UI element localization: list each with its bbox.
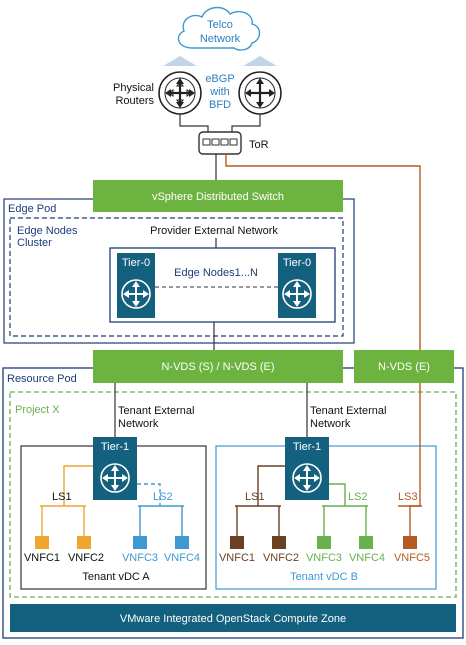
tor-label: ToR: [249, 139, 269, 151]
tier0-right-label: Tier-0: [283, 257, 311, 269]
physical-routers-line1: Physical: [113, 82, 154, 94]
tenant-b-ls2-segment: [322, 483, 368, 536]
vnfc-a1-label: VNFC1: [24, 552, 60, 564]
vnfc-b3-icon: [317, 536, 331, 549]
nvds-e-label: N-VDS (E): [378, 361, 430, 373]
edge-nodes-cluster-line1: Edge Nodes: [17, 225, 78, 237]
cloud-label-line1: Telco: [207, 19, 233, 31]
tenant-b-ls2-label: LS2: [348, 491, 368, 503]
vsphere-distributed-switch: vSphere Distributed Switch: [93, 180, 343, 212]
tenant-a-ls2-segment: [137, 483, 161, 506]
vnfc-b5-icon: [403, 536, 417, 549]
bgp-line3: BFD: [209, 99, 231, 111]
edge-nodes-cluster-box: [9, 217, 344, 337]
physical-router-right: [238, 71, 282, 115]
vnfc-a2-icon: [77, 536, 91, 549]
vnfc-a4-icon: [175, 536, 189, 549]
vnfc-a3-label: VNFC3: [122, 552, 158, 564]
tenant-vdc-b-title: Tenant vDC B: [290, 571, 358, 583]
telco-network-cloud: Telco Network: [177, 6, 261, 51]
tenant-b-external-line2: Network: [310, 418, 351, 430]
tenant-b-ls3-label: LS3: [398, 491, 418, 503]
tenant-a-ls1-segment: [40, 465, 93, 536]
tenant-b-vnfc-icons: [230, 536, 417, 549]
physical-routers-line2: Routers: [115, 95, 154, 107]
tenant-a-external-line2: Network: [118, 418, 159, 430]
vnfc-b2-icon: [272, 536, 286, 549]
tier1-a-label: Tier-1: [101, 441, 129, 453]
vnfc-a4-label: VNFC4: [164, 552, 200, 564]
vnfc-b4-icon: [359, 536, 373, 549]
tenant-vdc-a-title: Tenant vDC A: [82, 571, 150, 583]
vnfc-a2-label: VNFC2: [68, 552, 104, 564]
tenant-a-external-line1: Tenant External: [118, 405, 194, 417]
tenant-a-ls2-branches: [138, 505, 184, 536]
project-x-box: [9, 391, 457, 598]
vnfc-b5-label: VNFC5: [394, 552, 430, 564]
tier0-router-left: [117, 253, 155, 318]
cloud-label-line2: Network: [200, 33, 241, 45]
compute-zone-bar: VMware Integrated OpenStack Compute Zone: [10, 604, 456, 632]
provider-external-network-label: Provider External Network: [150, 225, 278, 237]
physical-router-left: [158, 71, 202, 115]
tier1-router-b: [285, 437, 329, 500]
tier1-router-a: [93, 437, 137, 500]
compute-zone-label: VMware Integrated OpenStack Compute Zone: [120, 613, 346, 625]
nvds-main-label: N-VDS (S) / N-VDS (E): [161, 361, 274, 373]
vnfc-b2-label: VNFC2: [263, 552, 299, 564]
nvds-e: N-VDS (E): [354, 350, 454, 383]
tenant-b-external-line1: Tenant External: [310, 405, 386, 417]
bgp-line1: eBGP: [205, 73, 234, 85]
tenant-a-ls2-label: LS2: [153, 491, 173, 503]
tier0-router-right: [278, 253, 316, 318]
vnfc-b3-label: VNFC3: [306, 552, 342, 564]
tor-switch: [198, 131, 242, 155]
router-tor-links: [179, 114, 261, 132]
resource-pod-title: Resource Pod: [7, 373, 77, 385]
vnfc-a1-icon: [35, 536, 49, 549]
nvds-main: N-VDS (S) / N-VDS (E): [93, 350, 343, 383]
edge-nodes-cluster-line2: Cluster: [17, 237, 52, 249]
project-x-title: Project X: [15, 404, 60, 416]
vnfc-b1-icon: [230, 536, 244, 549]
tenant-b-ls1-segment: [235, 465, 285, 536]
vnfc-a3-icon: [133, 536, 147, 549]
vnfc-b4-label: VNFC4: [349, 552, 385, 564]
uplink-arrows: [163, 56, 277, 66]
vnfc-b1-label: VNFC1: [219, 552, 255, 564]
tier0-left-label: Tier-0: [122, 257, 150, 269]
tenant-a-vnfc-icons: [35, 536, 189, 549]
edge-pod-title: Edge Pod: [8, 203, 56, 215]
tenant-a-ls1-label: LS1: [52, 491, 72, 503]
tier1-b-label: Tier-1: [293, 441, 321, 453]
bgp-line2: with: [209, 86, 230, 98]
edge-nodes-label: Edge Nodes1...N: [174, 267, 258, 279]
vsphere-distributed-switch-label: vSphere Distributed Switch: [152, 191, 284, 203]
tor-nvds-e-link: [225, 154, 421, 352]
tenant-b-ls3-segment: [398, 383, 422, 536]
tenant-b-ls1-label: LS1: [245, 491, 265, 503]
